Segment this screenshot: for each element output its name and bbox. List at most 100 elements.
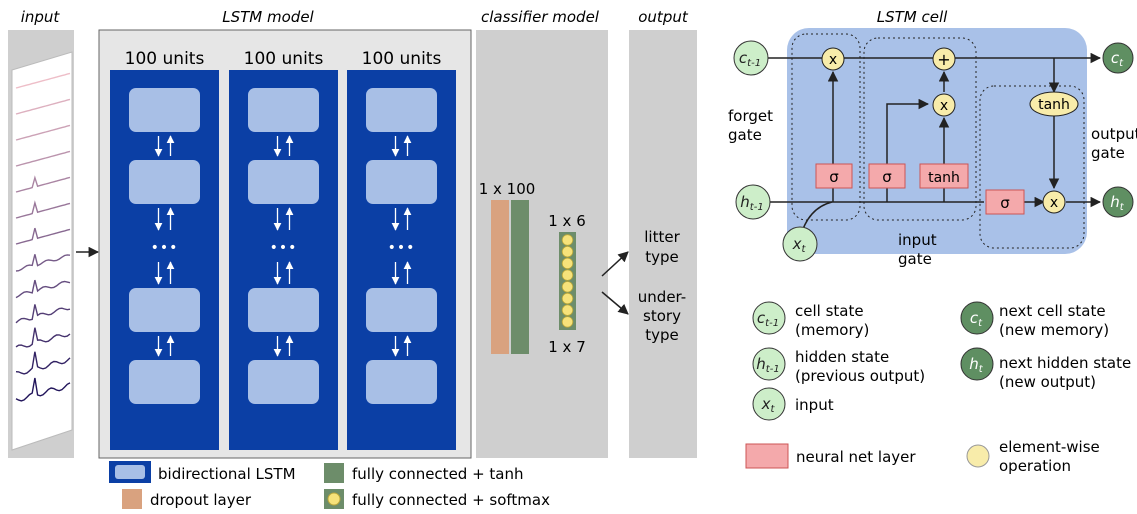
input-trace-line xyxy=(15,327,71,348)
legend-hidden-state-text: (previous output) xyxy=(795,367,925,385)
output-tanh-op xyxy=(1029,91,1079,117)
softmax-unit xyxy=(561,257,574,270)
input-trace-line xyxy=(15,200,71,219)
arrow-to-litter xyxy=(601,251,629,277)
h-prev-node xyxy=(735,184,771,220)
input-trace-line xyxy=(15,279,71,299)
legend-fc-softmax: fully connected + softmax xyxy=(352,491,550,509)
input-sigma-to-mult xyxy=(886,98,930,164)
legend-h-prev-label: ht-1 xyxy=(756,355,779,375)
softmax-unit xyxy=(561,292,574,305)
lstm-ellipsis: ••• xyxy=(151,240,179,256)
input-mult-symbol: x xyxy=(940,98,948,114)
softmax-unit xyxy=(561,281,574,293)
input-mult-op xyxy=(932,93,956,117)
legend-nn-layer-swatch xyxy=(745,443,789,469)
input-trace-line xyxy=(15,254,71,272)
lstm-unit xyxy=(366,360,437,404)
fc-tanh-bar xyxy=(511,200,529,354)
input-tanh-label: tanh xyxy=(928,170,960,186)
legend-fc-softmax-dot xyxy=(327,492,341,506)
legend-c-next-label: ct xyxy=(970,309,983,329)
input-trace-line xyxy=(15,377,71,402)
dropout-bar xyxy=(491,200,509,354)
h-next-label: ht xyxy=(1110,193,1125,213)
input-trace-line xyxy=(15,98,71,115)
lstm-unit xyxy=(366,160,437,204)
input-trace-line xyxy=(15,72,71,89)
output-sigma-layer xyxy=(985,189,1025,215)
lstm-unit xyxy=(248,160,319,204)
lstm-unit xyxy=(248,288,319,332)
input-gate-region xyxy=(863,37,977,221)
x-t-label: xt xyxy=(792,235,807,255)
input-trace-line xyxy=(15,227,71,245)
legend-next-hidden-state-text: (new output) xyxy=(999,373,1096,391)
legend-input-text: input xyxy=(795,396,834,414)
lstm-unit xyxy=(129,288,200,332)
lstm-unit xyxy=(366,88,437,132)
legend-c-next-node xyxy=(960,301,994,335)
input-tanh-layer xyxy=(919,163,969,189)
legend-bidirectional-lstm-swatch-inner xyxy=(115,465,145,479)
output-mult-symbol: x xyxy=(1050,195,1058,211)
output-litter-type-label: type xyxy=(645,248,679,266)
input-gate-label: gate xyxy=(898,250,932,268)
c-next-node xyxy=(1102,42,1134,74)
legend-h-next-label: ht xyxy=(969,355,984,375)
output-gate-region xyxy=(979,85,1085,249)
output-mult-op xyxy=(1042,190,1066,214)
h-prev-label: ht-1 xyxy=(740,193,763,213)
output-gate-label: gate xyxy=(1091,144,1125,162)
output-understory-type-label: story xyxy=(643,307,681,325)
lstm-unit xyxy=(248,88,319,132)
legend-fc-tanh: fully connected + tanh xyxy=(352,465,524,483)
output-sigma-label: σ xyxy=(1000,194,1010,212)
legend-hidden-state-text: hidden state xyxy=(795,348,889,366)
input-signal-traces xyxy=(15,72,71,402)
legend-h-next-node xyxy=(960,347,994,381)
dense-size-label: 1 x 100 xyxy=(479,180,536,198)
legend-dropout: dropout layer xyxy=(150,491,252,509)
c-prev-label: ct-1 xyxy=(739,49,761,69)
legend-elementwise-text: operation xyxy=(999,457,1071,475)
legend-x-t-node xyxy=(752,387,786,421)
legend-next-hidden-state-text: next hidden state xyxy=(999,354,1131,372)
softmax-units xyxy=(561,234,574,328)
legend-cell-state-text: cell state xyxy=(795,302,864,320)
c-next-label: ct xyxy=(1111,49,1124,69)
softmax-unit xyxy=(561,245,574,258)
softmax-unit xyxy=(561,234,574,246)
softmax-bar xyxy=(559,232,576,330)
forget-mult-op xyxy=(821,47,845,71)
output-tanh-label: tanh xyxy=(1038,97,1070,113)
lstm-columns: 100 units•••100 units•••100 units••• xyxy=(110,49,456,450)
legend-next-cell-state-text: (new memory) xyxy=(999,321,1109,339)
input-sigma-label: σ xyxy=(882,168,892,186)
state-nodes: ct-1 ct ht-1 ht xt xyxy=(733,40,1134,262)
lstm-cell-title: LSTM cell xyxy=(877,8,948,26)
h-next-node xyxy=(1102,186,1134,218)
legend-elementwise-text: element-wise xyxy=(999,438,1100,456)
arrow-to-understory xyxy=(601,291,629,315)
softmax-unit xyxy=(561,269,574,281)
output-understory-type-label: type xyxy=(645,326,679,344)
legend-h-prev-node xyxy=(752,347,786,381)
lstm-unit xyxy=(129,360,200,404)
legend-fc-tanh-swatch xyxy=(324,463,344,483)
input-trace-line xyxy=(15,124,71,141)
input-title: input xyxy=(21,8,61,26)
input-trace-line xyxy=(15,175,71,193)
lstm-model-title: LSTM model xyxy=(222,8,314,26)
lstm-ellipsis: ••• xyxy=(388,240,416,256)
lstm-unit xyxy=(248,360,319,404)
softmax-unit xyxy=(561,304,574,316)
input-trace-line xyxy=(15,150,71,167)
input-sigma-layer xyxy=(868,163,906,189)
legend-elementwise-swatch xyxy=(966,444,990,468)
forget-sigma-label: σ xyxy=(829,168,839,186)
cell-add-op xyxy=(932,47,956,71)
